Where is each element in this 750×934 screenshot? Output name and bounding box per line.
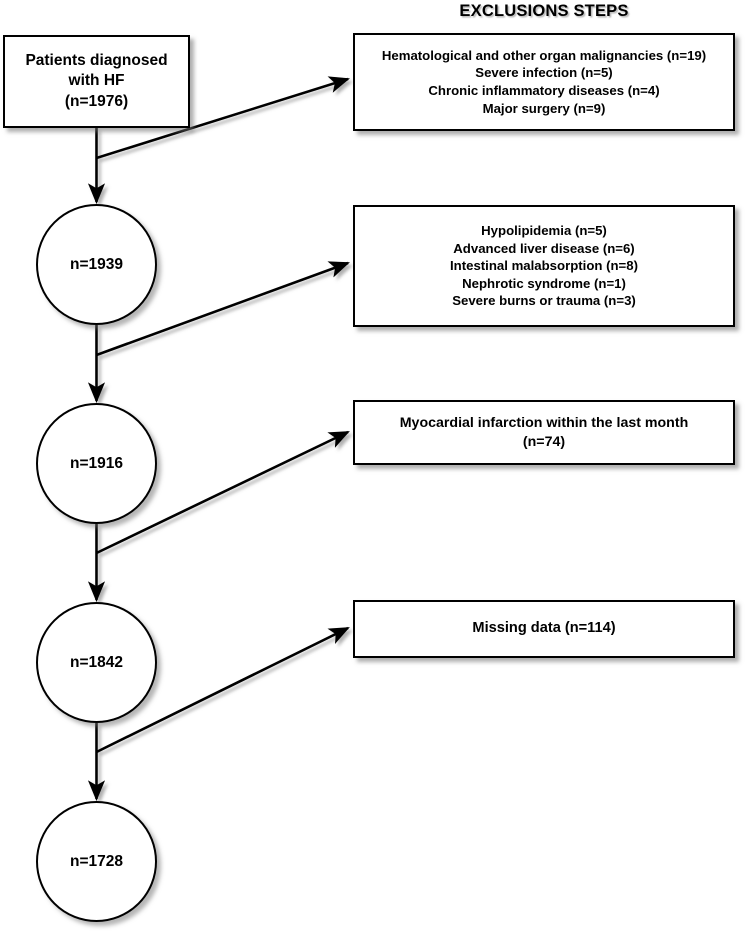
exclusion-line: (n=74) [522, 433, 566, 450]
cohort-circle-label: n=1842 [69, 653, 123, 671]
cohort-circle-label: n=1728 [69, 852, 123, 870]
exclusion-line: Nephrotic syndrome (n=1) [462, 275, 626, 291]
cohort-circle-label: n=1939 [69, 255, 123, 273]
start-node-patients-diagnosed: Patients diagnosed with HF (n=1976) [3, 35, 190, 128]
exclusion-line: Missing data (n=114) [472, 620, 616, 637]
exclusion-line: Major surgery (n=9) [482, 100, 606, 116]
exclusion-line: Hematological and other organ malignanci… [381, 47, 707, 63]
cohort-circle-1: n=1939 [36, 204, 157, 325]
exclusion-box-2: Hypolipidemia (n=5) Advanced liver disea… [353, 205, 735, 327]
exclusion-line: Hypolipidemia (n=5) [481, 223, 607, 239]
cohort-circle-label: n=1916 [69, 454, 123, 472]
exclusion-line: Chronic inflammatory diseases (n=4) [428, 83, 660, 98]
start-box-line: Patients diagnosed [25, 51, 168, 69]
exclusion-box-3: Myocardial infarction within the last mo… [353, 400, 735, 465]
cohort-circle-2: n=1916 [36, 403, 157, 524]
exclusion-line: Severe infection (n=5) [475, 65, 613, 81]
start-box-line: (n=1976) [64, 92, 129, 110]
start-box-line: with HF [68, 72, 125, 90]
exclusions-steps-title: EXCLUSIONS STEPS [459, 2, 629, 20]
exclusion-line: Myocardial infarction within the last mo… [399, 414, 689, 431]
exclusion-line: Intestinal malabsorption (n=8) [450, 258, 638, 274]
cohort-circle-3: n=1842 [36, 602, 157, 723]
exclusion-line: Severe burns or trauma (n=3) [452, 293, 636, 309]
exclusion-line: Advanced liver disease (n=6) [453, 240, 635, 256]
cohort-circle-4: n=1728 [36, 801, 157, 922]
exclusion-box-4: Missing data (n=114) [353, 600, 735, 658]
exclusion-box-1: Hematological and other organ malignanci… [353, 33, 735, 131]
